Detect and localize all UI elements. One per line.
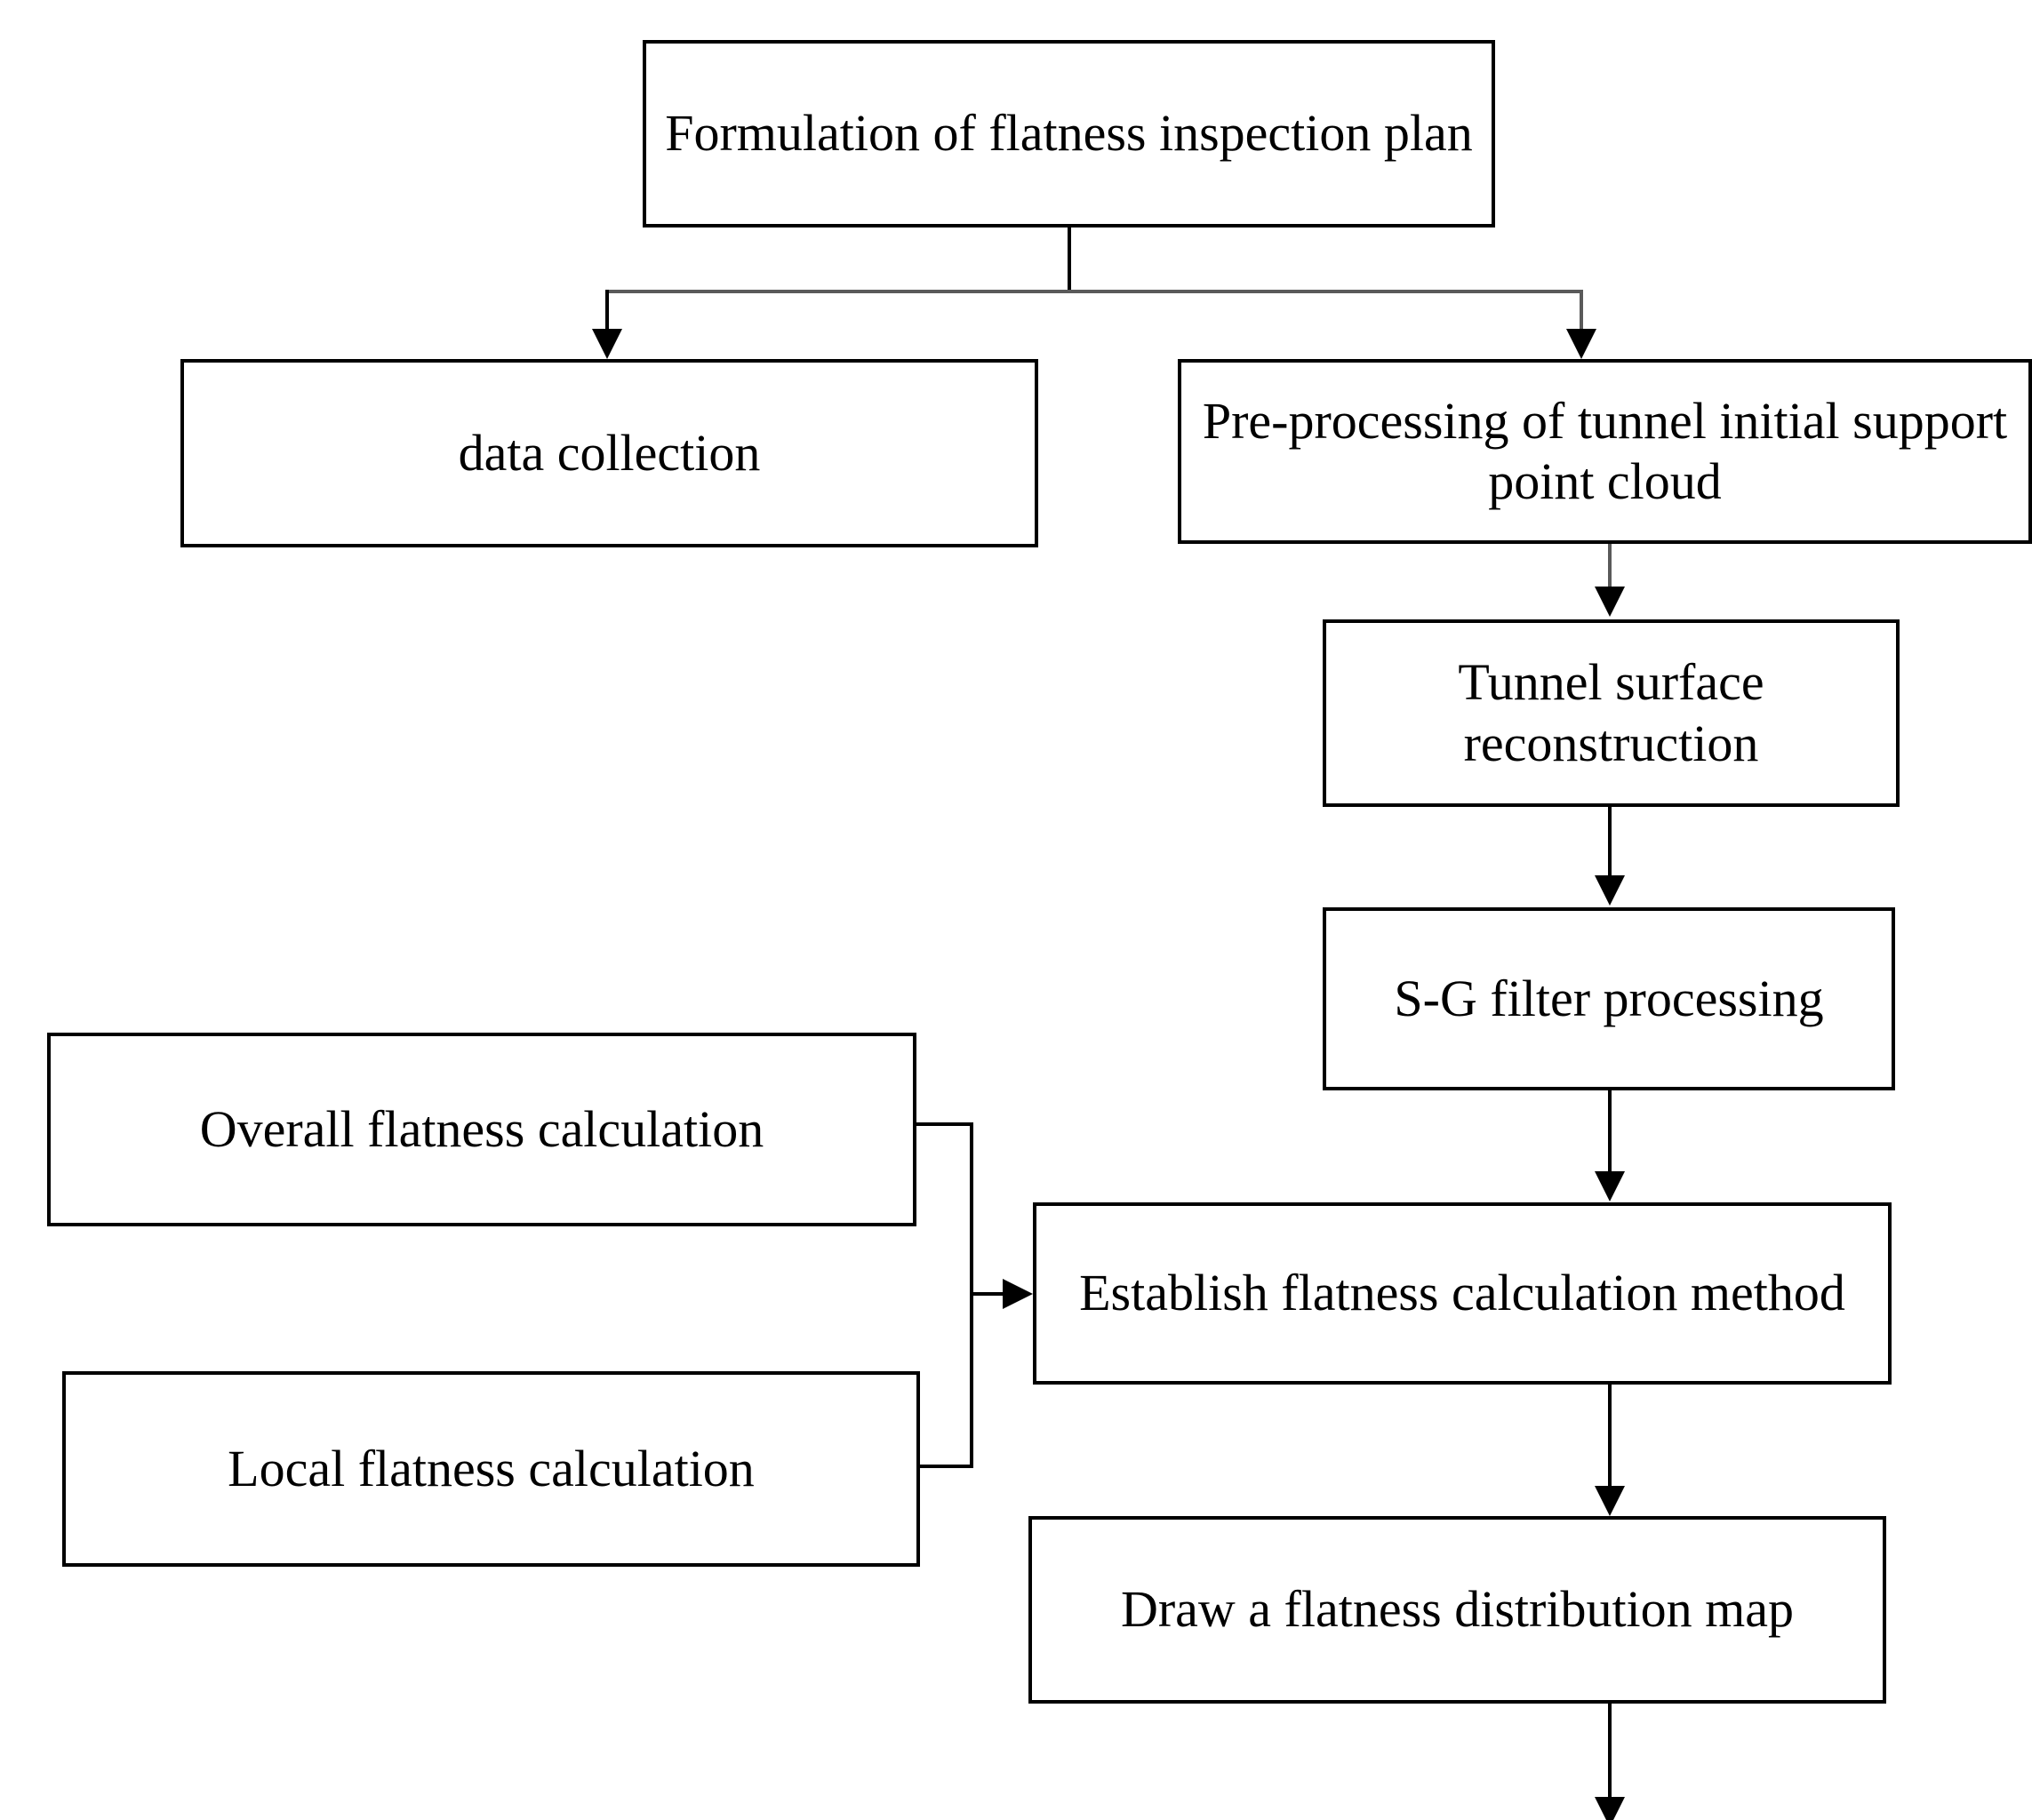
node-overall-flatness-label: Overall flatness calculation [199, 1099, 764, 1158]
node-formulation[interactable]: Formulation of flatness inspection plan [643, 40, 1495, 228]
node-sg-filter[interactable]: S-G filter processing [1323, 907, 1895, 1090]
edge-overall-flatness-stub [913, 1122, 973, 1126]
edge-preprocessing-to-surface [1608, 544, 1612, 590]
arrow-to-data-collection [592, 329, 622, 359]
node-preprocessing-label: Pre-processing of tunnel initial support… [1202, 391, 2008, 510]
arrow-to-accuracy-analysis [1595, 1797, 1625, 1820]
edge-formulation-bus [605, 290, 1581, 293]
node-establish-method-label: Establish flatness calculation method [1079, 1264, 1845, 1322]
arrow-to-preprocessing [1566, 329, 1596, 359]
node-sg-filter-label: S-G filter processing [1394, 969, 1824, 1027]
node-local-flatness-label: Local flatness calculation [228, 1439, 755, 1497]
node-data-collection-label: data collection [458, 423, 761, 482]
edge-surface-to-sgfilter [1608, 807, 1612, 878]
node-establish-method[interactable]: Establish flatness calculation method [1033, 1202, 1892, 1385]
arrow-to-sg-filter [1595, 875, 1625, 906]
node-surface-reconstruction[interactable]: Tunnel surface reconstruction [1323, 619, 1900, 807]
edge-to-data-collection-line [605, 290, 609, 332]
node-formulation-label: Formulation of flatness inspection plan [665, 104, 1473, 163]
arrow-to-establish-method [1595, 1171, 1625, 1201]
edge-formulation-stem [1068, 228, 1071, 293]
arrow-to-distribution-map [1595, 1486, 1625, 1516]
arrow-to-surface-reconstruction [1595, 587, 1625, 617]
node-local-flatness[interactable]: Local flatness calculation [62, 1371, 920, 1567]
edge-establish-to-distribution [1608, 1385, 1612, 1488]
edge-to-preprocessing-line [1580, 290, 1583, 332]
arrow-to-establish-method-left [1003, 1279, 1033, 1309]
node-preprocessing[interactable]: Pre-processing of tunnel initial support… [1178, 359, 2032, 544]
edge-local-flatness-stub [916, 1465, 973, 1468]
node-distribution-map[interactable]: Draw a flatness distribution map [1028, 1516, 1886, 1704]
node-surface-reconstruction-label: Tunnel surface reconstruction [1458, 653, 1764, 772]
edge-distribution-to-accuracy [1608, 1704, 1612, 1801]
node-distribution-map-label: Draw a flatness distribution map [1120, 1580, 1795, 1639]
edge-sgfilter-to-establish [1608, 1090, 1612, 1172]
node-overall-flatness[interactable]: Overall flatness calculation [47, 1033, 916, 1226]
edge-merge-to-establish [970, 1292, 1015, 1296]
node-data-collection[interactable]: data collection [180, 359, 1038, 547]
